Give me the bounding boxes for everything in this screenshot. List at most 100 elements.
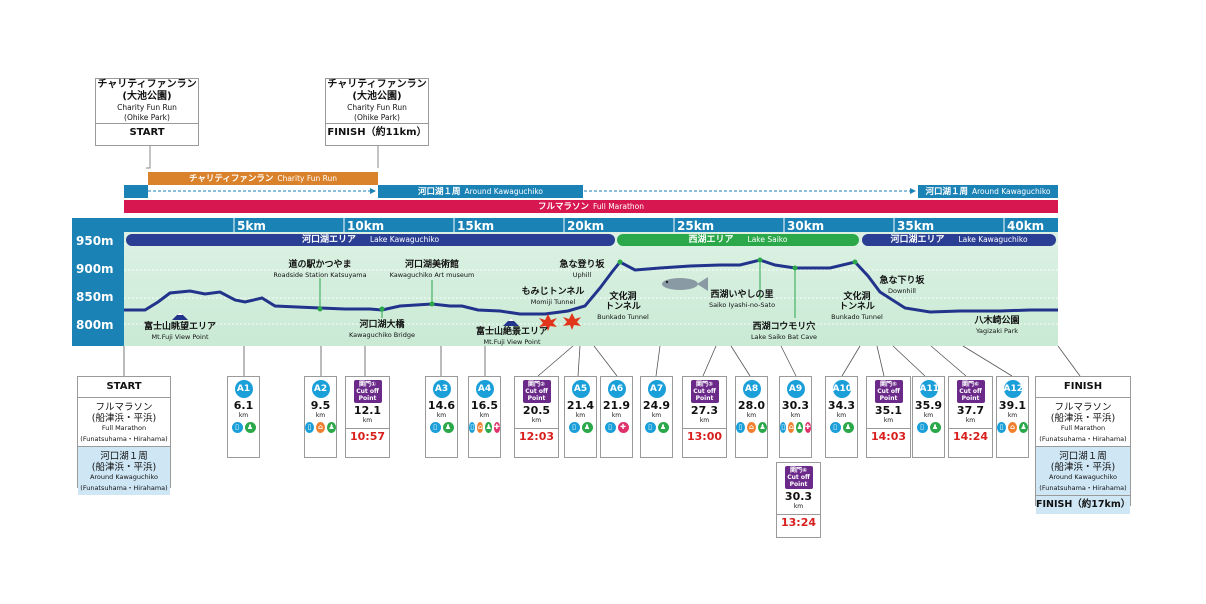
area-label-en: Lake Saiko <box>747 235 788 244</box>
station-distance: 6.1 <box>233 399 254 412</box>
km-unit: km <box>436 412 447 419</box>
elevation-label-900: 900m <box>76 262 114 276</box>
elevation-label-950: 950m <box>76 234 114 248</box>
maple-leaf-icon <box>563 313 581 330</box>
food-icon: ♟ <box>442 422 454 433</box>
aid-station-badge: A3 <box>432 380 451 398</box>
km-unit: km <box>1007 412 1018 419</box>
bar-label-en: Charity Fun Run <box>277 174 338 183</box>
gate-distance: 37.7 <box>956 404 985 417</box>
water-icon: ▯ <box>829 422 841 433</box>
landmark-en: Roadside Station Katsuyama <box>273 271 367 279</box>
amenity-icons: ▯⌂♟✚ <box>469 422 500 433</box>
station-distance: 35.9 <box>914 399 943 412</box>
landmark-uphill: 急な登り坂 Uphill <box>552 260 612 280</box>
maple-leaf-icon <box>539 314 557 331</box>
gate-sub: Cut off Point <box>877 388 900 402</box>
charity-finish-callout: チャリティファンラン (大池公園) Charity Fun Run (Ohike… <box>325 78 429 146</box>
cutoff-time: 13:00 <box>683 428 726 445</box>
km-unit: km <box>836 412 847 419</box>
gate-sub: Cut off Point <box>787 474 810 488</box>
gate-distance: 12.1 <box>353 404 382 417</box>
landmark-en: Kawaguchiko Bridge <box>349 331 415 339</box>
gate-distance: 27.3 <box>690 404 719 417</box>
gate-distance: 30.3 <box>784 490 813 503</box>
aid-station-badge: A12 <box>1003 380 1023 398</box>
landmark-downhill: 急な下り坂 Downhill <box>870 276 934 296</box>
elevation-label-800: 800m <box>76 318 114 332</box>
landmark-jp-2: トンネル <box>839 302 875 312</box>
water-icon: ▯ <box>997 422 1006 433</box>
food-icon: ♟ <box>842 422 854 433</box>
water-icon: ▯ <box>780 422 787 433</box>
toilet-icon: ⌂ <box>477 422 484 433</box>
toilet-icon: ⌂ <box>747 422 756 433</box>
fish-icon <box>662 277 708 291</box>
gate-id: 関門④ <box>789 467 808 474</box>
km-unit: km <box>362 417 373 424</box>
aid-station-badge: A10 <box>832 380 852 398</box>
landmark-jp: 文化洞 <box>843 292 871 302</box>
km-label-40: 40km <box>1007 219 1045 233</box>
water-icon: ▯ <box>305 422 314 433</box>
bar-label-en: Around Kawaguchiko <box>971 187 1051 196</box>
food-icon: ♟ <box>581 422 593 433</box>
amenity-icons: ▯♟ <box>426 422 457 433</box>
km-unit: km <box>790 412 801 419</box>
bar-label-jp: フルマラソン <box>537 202 589 212</box>
bar-label-en: Around Kawaguchiko <box>464 187 544 196</box>
food-icon: ♟ <box>758 422 767 433</box>
callout-footer: FINISH（約11km） <box>326 123 428 142</box>
landmark-bunkado-tunnel-1: 文化洞 トンネル Bunkado Tunnel <box>590 292 656 322</box>
callout-title: チャリティファンラン <box>327 79 427 90</box>
gate-sub: Cut off Point <box>959 388 982 402</box>
full-marathon-en: Full Marathon <box>1060 424 1106 432</box>
km-unit: km <box>611 412 622 419</box>
around-kawaguchiko-section: 河口湖１周 (船津浜・平浜) Around Kawaguchiko (Funat… <box>1036 446 1130 495</box>
station-distance: 14.6 <box>427 399 456 412</box>
landmark-kawaguchiko-bridge: 河口湖大橋 Kawaguchiko Bridge <box>340 320 424 340</box>
km-unit: km <box>575 412 586 419</box>
landmark-en: Downhill <box>888 287 916 295</box>
aid-station-badge: A9 <box>786 380 805 398</box>
full-marathon-venue-jp: (船津浜・平浜) <box>1050 413 1116 424</box>
full-marathon-en: Full Marathon <box>101 424 147 432</box>
area-label-jp: 西湖エリア <box>688 235 734 245</box>
amenity-icons: ▯♟ <box>913 422 944 433</box>
amenity-icons: ▯♟ <box>565 422 596 433</box>
food-icon: ♟ <box>657 422 669 433</box>
toilet-icon: ⌂ <box>788 422 795 433</box>
landmark-en: Uphill <box>572 271 592 279</box>
amenity-icons: ▯⌂♟✚ <box>780 422 811 433</box>
landmark-jp-2: トンネル <box>605 302 641 312</box>
aid-station-badge: A11 <box>919 380 939 398</box>
gate-sub: Cut off Point <box>525 388 548 402</box>
around-kawaguchiko-start-segment <box>124 185 148 198</box>
cutoff-time: 14:24 <box>949 428 992 445</box>
full-marathon-venue-jp: (船津浜・平浜) <box>91 413 157 424</box>
gate-distance: 20.5 <box>522 404 551 417</box>
gate-id: 関門① <box>358 381 377 388</box>
full-marathon-jp: フルマラソン <box>1054 402 1112 413</box>
food-icon: ♟ <box>1019 422 1028 433</box>
landmark-jp: 道の駅かつやま <box>288 260 352 270</box>
water-icon: ▯ <box>429 422 441 433</box>
landmark-yagizaki-park: 八木崎公園 Yagizaki Park <box>962 316 1032 336</box>
water-icon: ▯ <box>231 422 243 433</box>
food-icon: ♟ <box>327 422 336 433</box>
landmark-jp: 急な登り坂 <box>559 260 605 270</box>
mountain-icon <box>172 312 188 320</box>
station-distance: 16.5 <box>470 399 499 412</box>
km-label-15: 15km <box>457 219 495 233</box>
